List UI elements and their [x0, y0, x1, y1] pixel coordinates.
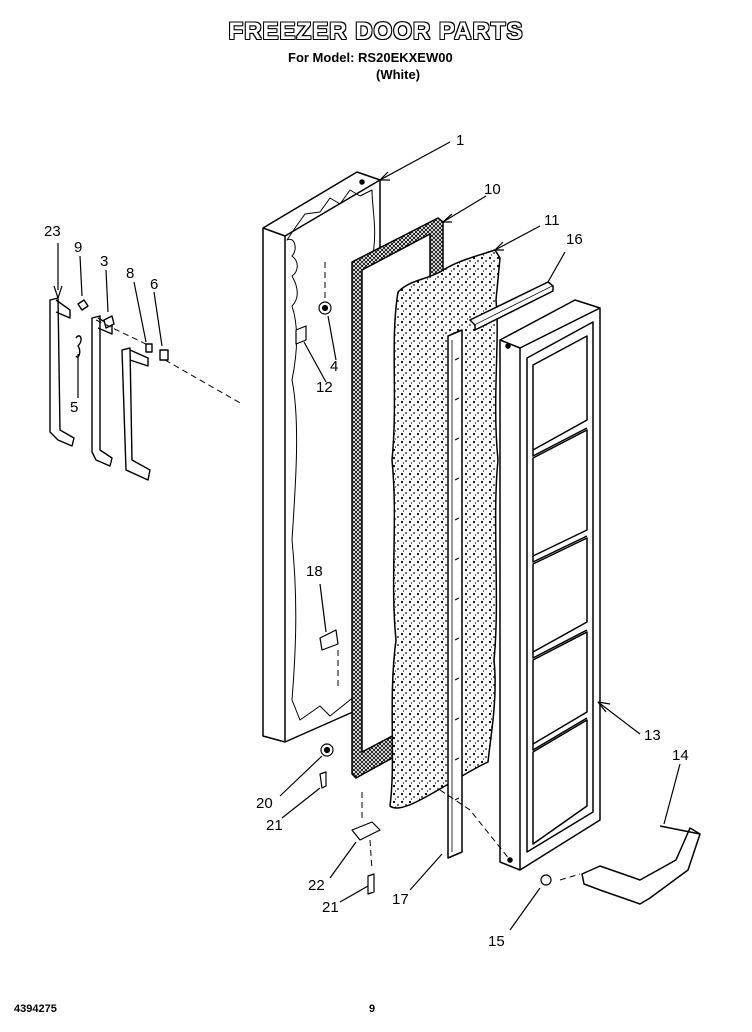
callout-6: 6 [150, 276, 158, 293]
callout-8: 8 [126, 265, 134, 282]
callout-16: 16 [566, 231, 583, 248]
callout-20: 20 [256, 795, 273, 812]
model-line: For Model: RS20EKXEW00 [288, 50, 453, 65]
top-trim-strip [469, 281, 554, 331]
page-title: FREEZER DOOR PARTS [228, 18, 524, 45]
assembly-lines [95, 262, 581, 881]
callout-3: 3 [100, 253, 108, 270]
callout-11: 11 [544, 212, 560, 229]
page-number: 9 [369, 1003, 376, 1015]
hardware [295, 301, 552, 895]
callout-15: 15 [488, 933, 505, 950]
callout-4: 4 [330, 358, 338, 375]
callout-12: 12 [316, 379, 333, 396]
callout-17: 17 [392, 891, 409, 908]
color-line: (White) [376, 67, 421, 82]
callout-23: 23 [44, 223, 61, 240]
callout-arrows [53, 141, 681, 931]
inner-door-liner [499, 299, 601, 871]
callout-9: 9 [74, 239, 82, 256]
foam-insulation [389, 249, 501, 809]
callout-21-lower: 21 [322, 899, 339, 916]
callout-22: 22 [308, 877, 325, 894]
callout-5: 5 [70, 399, 78, 416]
callout-10: 10 [484, 181, 501, 198]
callout-1: 1 [456, 132, 464, 149]
callout-18: 18 [306, 563, 323, 580]
callout-14: 14 [672, 747, 689, 764]
door-handle-assembly [49, 297, 169, 481]
callout-13: 13 [644, 727, 661, 744]
door-lower-bracket [581, 825, 701, 905]
side-trim-strip [447, 329, 463, 859]
callout-21-upper: 21 [266, 817, 283, 834]
callout-numbers: 1 10 11 16 23 9 3 8 6 4 12 5 18 13 14 20… [44, 132, 689, 950]
document-part-number: 4394275 [14, 1003, 57, 1015]
